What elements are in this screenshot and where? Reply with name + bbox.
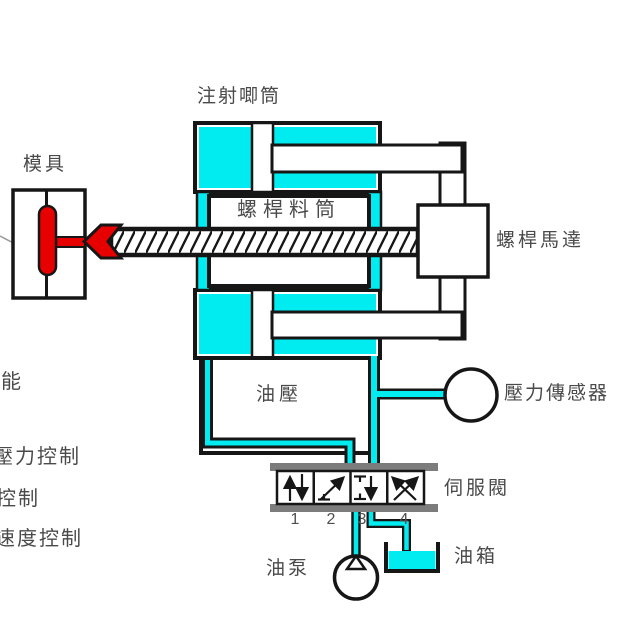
pump-triangle — [344, 553, 368, 571]
piston — [250, 288, 275, 360]
valve-port-number: 1 — [290, 511, 300, 528]
servo-valve-label: 伺服閥 — [444, 478, 511, 499]
function-list-item: 控制 — [0, 488, 40, 510]
oil-pump — [332, 553, 380, 601]
nozzle — [81, 223, 125, 260]
function-list-item: 速度控制 — [0, 528, 83, 550]
valve-symbols — [282, 474, 420, 502]
valve-port-number: 2 — [326, 511, 336, 528]
valve-port-number: 4 — [399, 511, 409, 528]
mold — [11, 188, 125, 300]
hydraulic-fluid — [199, 127, 252, 188]
screw-motor-label: 螺桿馬達 — [496, 230, 585, 251]
piston-rods — [270, 143, 464, 340]
molded-part — [37, 204, 58, 277]
oil-tank-label: 油箱 — [454, 546, 499, 567]
pressure-sensor — [443, 367, 499, 423]
function-list-item: 能 — [1, 371, 23, 393]
screw — [108, 226, 421, 258]
servo-valve — [270, 463, 438, 512]
injection-cylinder-label: 注射唧筒 — [197, 86, 282, 107]
oil-pump-label: 油泵 — [266, 558, 311, 579]
screw-motor — [416, 203, 490, 279]
mold-label: 模具 — [23, 154, 68, 175]
piston — [250, 121, 275, 194]
function-list-item: 壓力控制 — [0, 446, 81, 468]
oil-pressure-label: 油壓 — [256, 384, 303, 405]
valve-port-number: 3 — [357, 511, 367, 528]
tank-oil — [388, 551, 436, 570]
oil-tank — [384, 542, 440, 573]
sprue — [53, 236, 86, 248]
screw-barrel-label: 螺桿料筒 — [237, 199, 341, 221]
hydraulic-pipes — [202, 356, 447, 557]
pressure-sensor-label: 壓力傳感器 — [504, 383, 610, 404]
